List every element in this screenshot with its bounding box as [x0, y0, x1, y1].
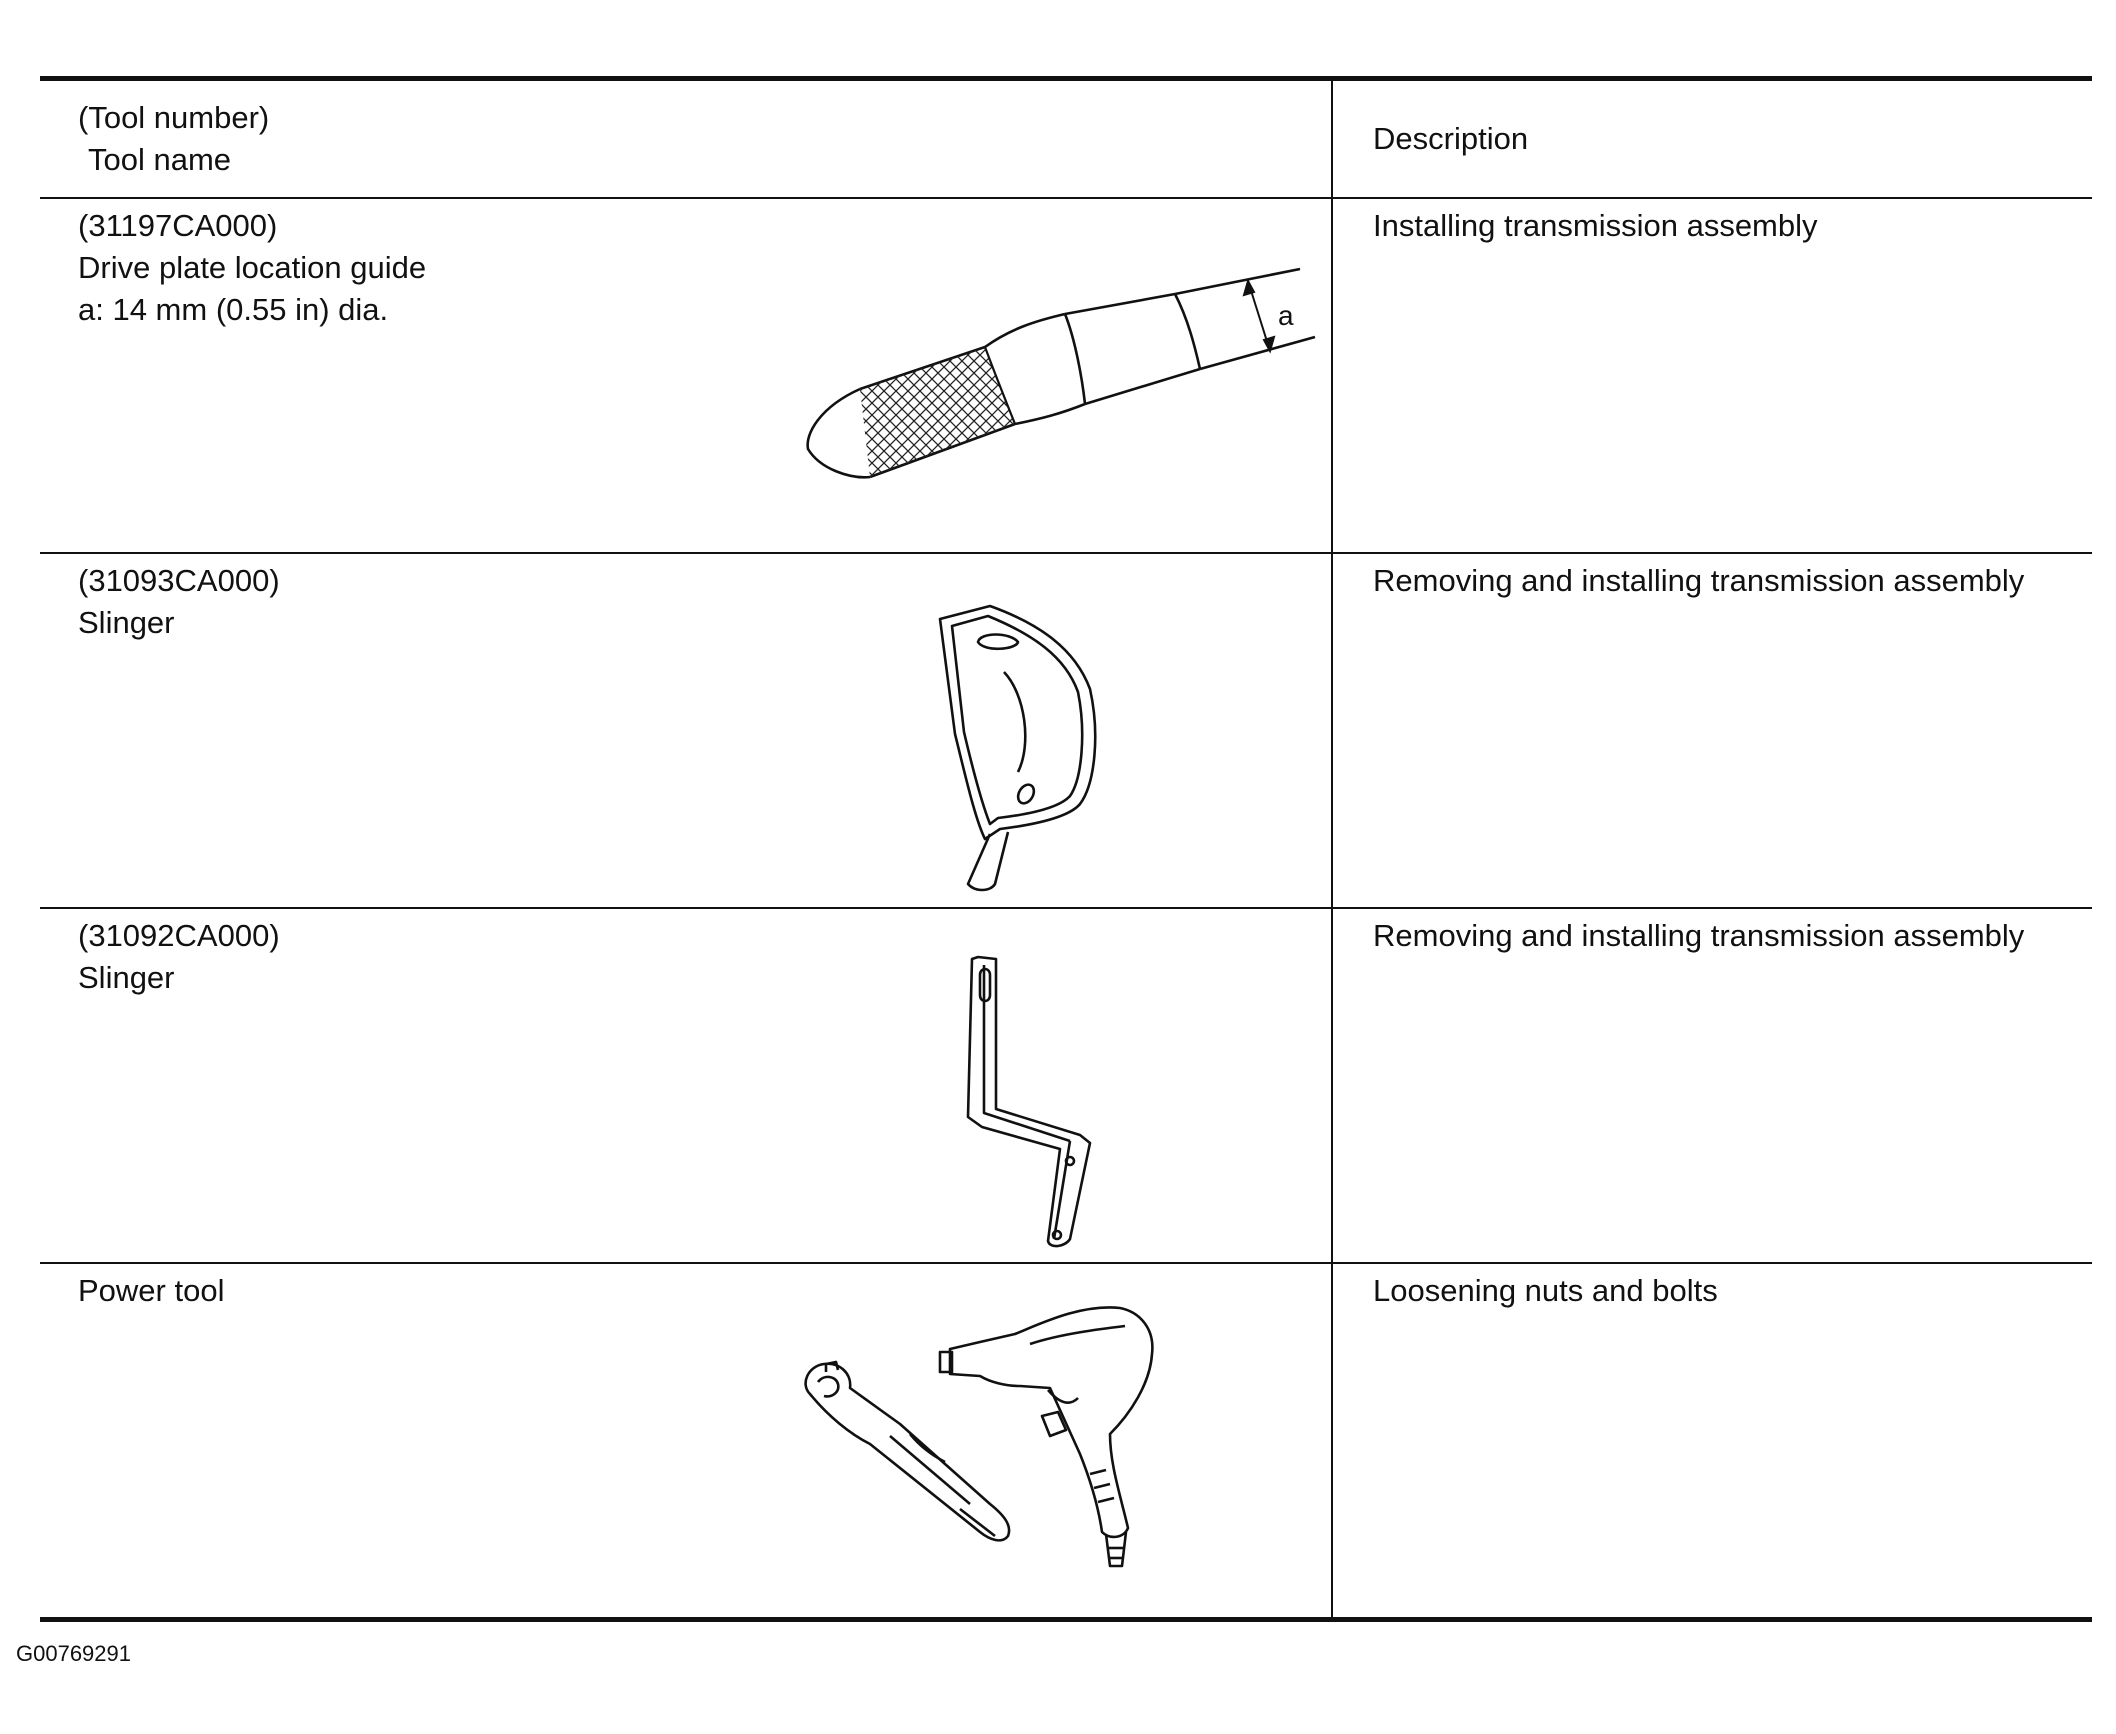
tool-number: (31197CA000) — [78, 208, 278, 243]
header-tool-number: (Tool number) — [78, 100, 270, 135]
slinger-bracket-icon — [938, 604, 1097, 892]
slinger-arm-icon — [966, 955, 1092, 1248]
tool-name: Slinger — [78, 605, 175, 640]
dimension-callout: a — [1278, 300, 1294, 331]
table-header-row: (Tool number) Tool name Description — [40, 78, 2092, 199]
tool-number: (31093CA000) — [78, 563, 280, 598]
header-description-column: Description — [1332, 79, 2092, 199]
power-tools-drawing — [780, 1304, 1240, 1594]
description-cell: Removing and installing transmission ass… — [1332, 907, 2092, 1263]
header-tool-column: (Tool number) Tool name — [40, 78, 1333, 198]
drive-plate-guide-icon: a — [806, 267, 1316, 479]
slinger-arm-drawing — [920, 949, 1120, 1259]
tool-cell: Power tool — [40, 1262, 1333, 1620]
tool-name: Power tool — [78, 1273, 225, 1308]
tool-name: Slinger — [78, 960, 175, 995]
slinger-bracket-drawing — [920, 594, 1140, 894]
special-tools-table: (Tool number) Tool name Description (311… — [40, 76, 2092, 1622]
drive-plate-location-guide-drawing: a — [800, 259, 1320, 509]
tool-name: Drive plate location guide — [78, 250, 427, 285]
tool-description: Loosening nuts and bolts — [1373, 1273, 1718, 1308]
table-row: (31093CA000) Slinger — [40, 552, 2092, 908]
description-cell: Removing and installing transmission ass… — [1332, 552, 2092, 908]
header-tool-name: Tool name — [88, 142, 232, 177]
header-description: Description — [1373, 121, 1529, 156]
tool-cell: (31197CA000) Drive plate location guide … — [40, 197, 1333, 553]
table-row: Power tool — [40, 1262, 2092, 1620]
figure-code: G00769291 — [16, 1641, 131, 1666]
table-row: (31092CA000) Slinger — [40, 907, 2092, 1263]
tool-number: (31092CA000) — [78, 918, 280, 953]
tool-description: Removing and installing transmission ass… — [1373, 918, 2025, 953]
tool-cell: (31093CA000) Slinger — [40, 552, 1333, 908]
tool-note: a: 14 mm (0.55 in) dia. — [78, 292, 389, 327]
tool-cell: (31092CA000) Slinger — [40, 907, 1333, 1263]
description-cell: Installing transmission assembly — [1332, 197, 2092, 553]
tool-description: Removing and installing transmission ass… — [1373, 563, 2025, 598]
table-row: (31197CA000) Drive plate location guide … — [40, 197, 2092, 553]
power-tools-icon — [804, 1306, 1154, 1568]
description-cell: Loosening nuts and bolts — [1332, 1262, 2092, 1620]
tool-description: Installing transmission assembly — [1373, 208, 1818, 243]
